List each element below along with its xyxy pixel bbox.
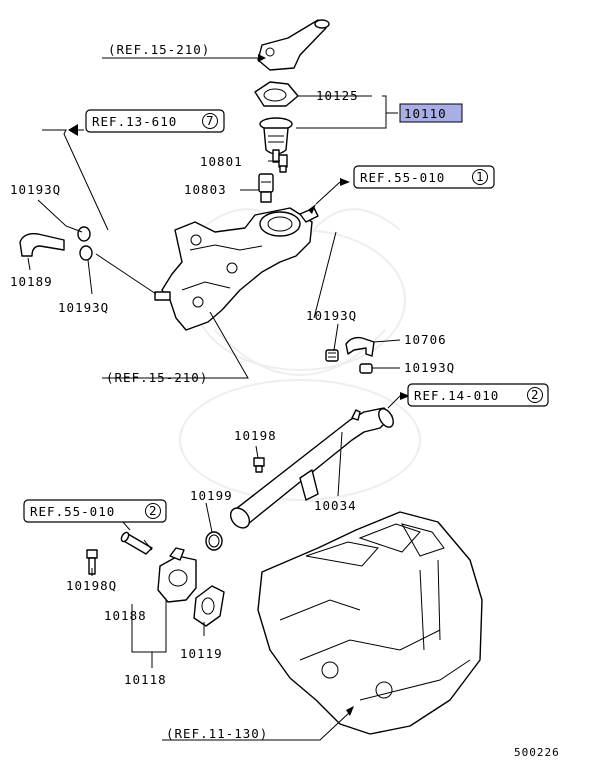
ref-55-010-top-label[interactable]: REF.55-010 xyxy=(360,170,445,185)
hose-clamp-10193q-mid[interactable] xyxy=(325,349,339,362)
ref-15-210-mid[interactable]: (REF.15-210) xyxy=(106,370,208,385)
ref-13-610-label[interactable]: REF.13-610 xyxy=(92,114,177,129)
part-label-10119[interactable]: 10119 xyxy=(180,646,223,661)
pipe-10188[interactable] xyxy=(120,531,153,555)
ref-55-010-top-box[interactable] xyxy=(353,165,495,189)
part-label-10193q-b[interactable]: 10193Q xyxy=(58,300,109,315)
part-label-10198q[interactable]: 10198Q xyxy=(66,578,117,593)
ref-14-010-label[interactable]: REF.14-010 xyxy=(414,388,499,403)
part-label-10110-highlight xyxy=(399,103,463,123)
hose-clamp-10193q-lower[interactable] xyxy=(79,245,93,261)
ref-13-610-number: 7 xyxy=(206,113,215,128)
ref-55-010-top-number: 1 xyxy=(476,169,485,184)
hose-clamp-10193q-upper[interactable] xyxy=(77,226,91,242)
part-label-10188[interactable]: 10188 xyxy=(104,608,147,623)
part-label-10803[interactable]: 10803 xyxy=(184,182,227,197)
gasket-10119[interactable] xyxy=(193,585,225,627)
hose-clamp-10193q-right[interactable] xyxy=(359,363,373,374)
part-label-10110[interactable]: 10110 xyxy=(404,106,447,121)
ref-14-010-number: 2 xyxy=(531,387,540,402)
ref-55-010-bottom-number: 2 xyxy=(149,503,158,518)
part-label-10125[interactable]: 10125 xyxy=(316,88,359,103)
temperature-sensor-10801[interactable] xyxy=(278,154,288,173)
part-label-10034[interactable]: 10034 xyxy=(314,498,357,513)
part-label-10199[interactable]: 10199 xyxy=(190,488,233,503)
part-label-10706[interactable]: 10706 xyxy=(404,332,447,347)
ref-15-210-top[interactable]: (REF.15-210) xyxy=(108,42,210,57)
part-label-10801[interactable]: 10801 xyxy=(200,154,243,169)
bolt-10198[interactable] xyxy=(253,457,265,473)
water-outlet-fitting[interactable] xyxy=(257,19,330,71)
ref-11-130[interactable]: (REF.11-130) xyxy=(166,726,268,741)
ref-55-010-bottom-box[interactable] xyxy=(23,499,167,523)
ref-55-010-bottom-label[interactable]: REF.55-010 xyxy=(30,504,115,519)
reference-labels: (REF.15-210) REF.13-610 7 REF.55-010 1 (… xyxy=(23,42,549,741)
hose-10189[interactable] xyxy=(19,232,65,257)
ref-14-010-box[interactable] xyxy=(407,383,549,407)
water-pipe-10034[interactable] xyxy=(227,406,396,531)
part-number-labels: 10125 10110 10801 10803 10193Q 10189 101… xyxy=(10,88,560,759)
thermostat-10110[interactable] xyxy=(259,117,293,163)
gasket-10125[interactable] xyxy=(254,81,299,107)
water-inlet-fitting-10118[interactable] xyxy=(157,547,197,603)
engine-block[interactable] xyxy=(257,511,483,735)
thermostat-housing-assembly[interactable] xyxy=(154,207,319,331)
part-label-10198[interactable]: 10198 xyxy=(234,428,277,443)
part-label-10193q-c[interactable]: 10193Q xyxy=(306,308,357,323)
o-ring-10199[interactable] xyxy=(205,531,223,551)
part-label-10118[interactable]: 10118 xyxy=(124,672,167,687)
hose-10706[interactable] xyxy=(345,336,375,357)
ref-13-610-box[interactable] xyxy=(85,109,225,133)
temperature-gauge-unit-10803[interactable] xyxy=(258,173,274,203)
part-label-10193q-d[interactable]: 10193Q xyxy=(404,360,455,375)
diagram-id: 500226 xyxy=(514,746,560,759)
part-label-10193q-a[interactable]: 10193Q xyxy=(10,182,61,197)
part-label-10189[interactable]: 10189 xyxy=(10,274,53,289)
